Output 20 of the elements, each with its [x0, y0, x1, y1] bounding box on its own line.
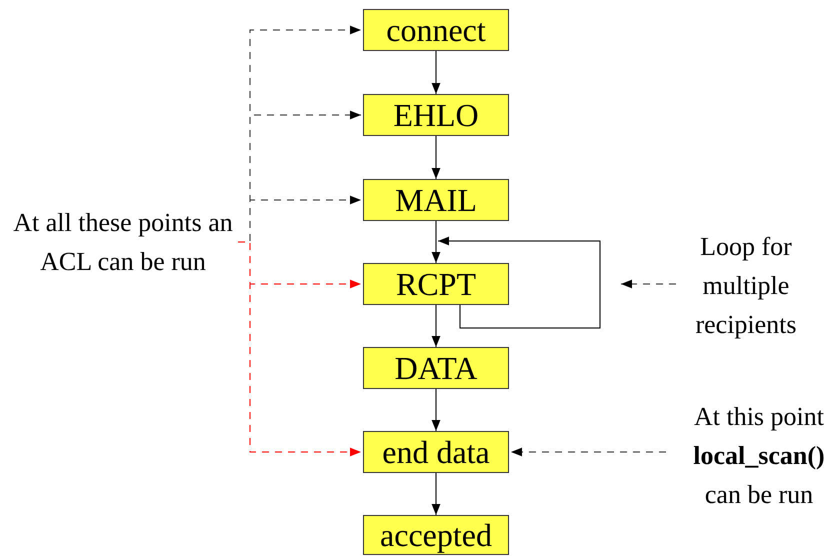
process-box: accepted: [363, 515, 509, 555]
arrow: [432, 220, 440, 264]
process-box: end data: [363, 431, 509, 473]
process-box: MAIL: [363, 179, 509, 221]
process-box: RCPT: [363, 263, 509, 305]
note-text: Loop for multiple recipients: [682, 226, 810, 344]
arrow: [432, 50, 440, 94]
arrow: [432, 388, 440, 432]
process-box: EHLO: [363, 94, 509, 136]
process-box: connect: [363, 9, 509, 51]
dashed-arrow: [510, 448, 666, 456]
dashed-arrow: [620, 280, 676, 288]
arrow: [432, 304, 440, 348]
note-text: At all these points an ACL can be run: [8, 202, 238, 282]
process-box: DATA: [363, 347, 509, 389]
arrow: [438, 236, 600, 328]
arrow: [432, 472, 440, 516]
arrow: [432, 136, 440, 180]
dashed-arrow: [238, 242, 362, 456]
note-text: At this point local_scan() can be run: [684, 396, 834, 514]
